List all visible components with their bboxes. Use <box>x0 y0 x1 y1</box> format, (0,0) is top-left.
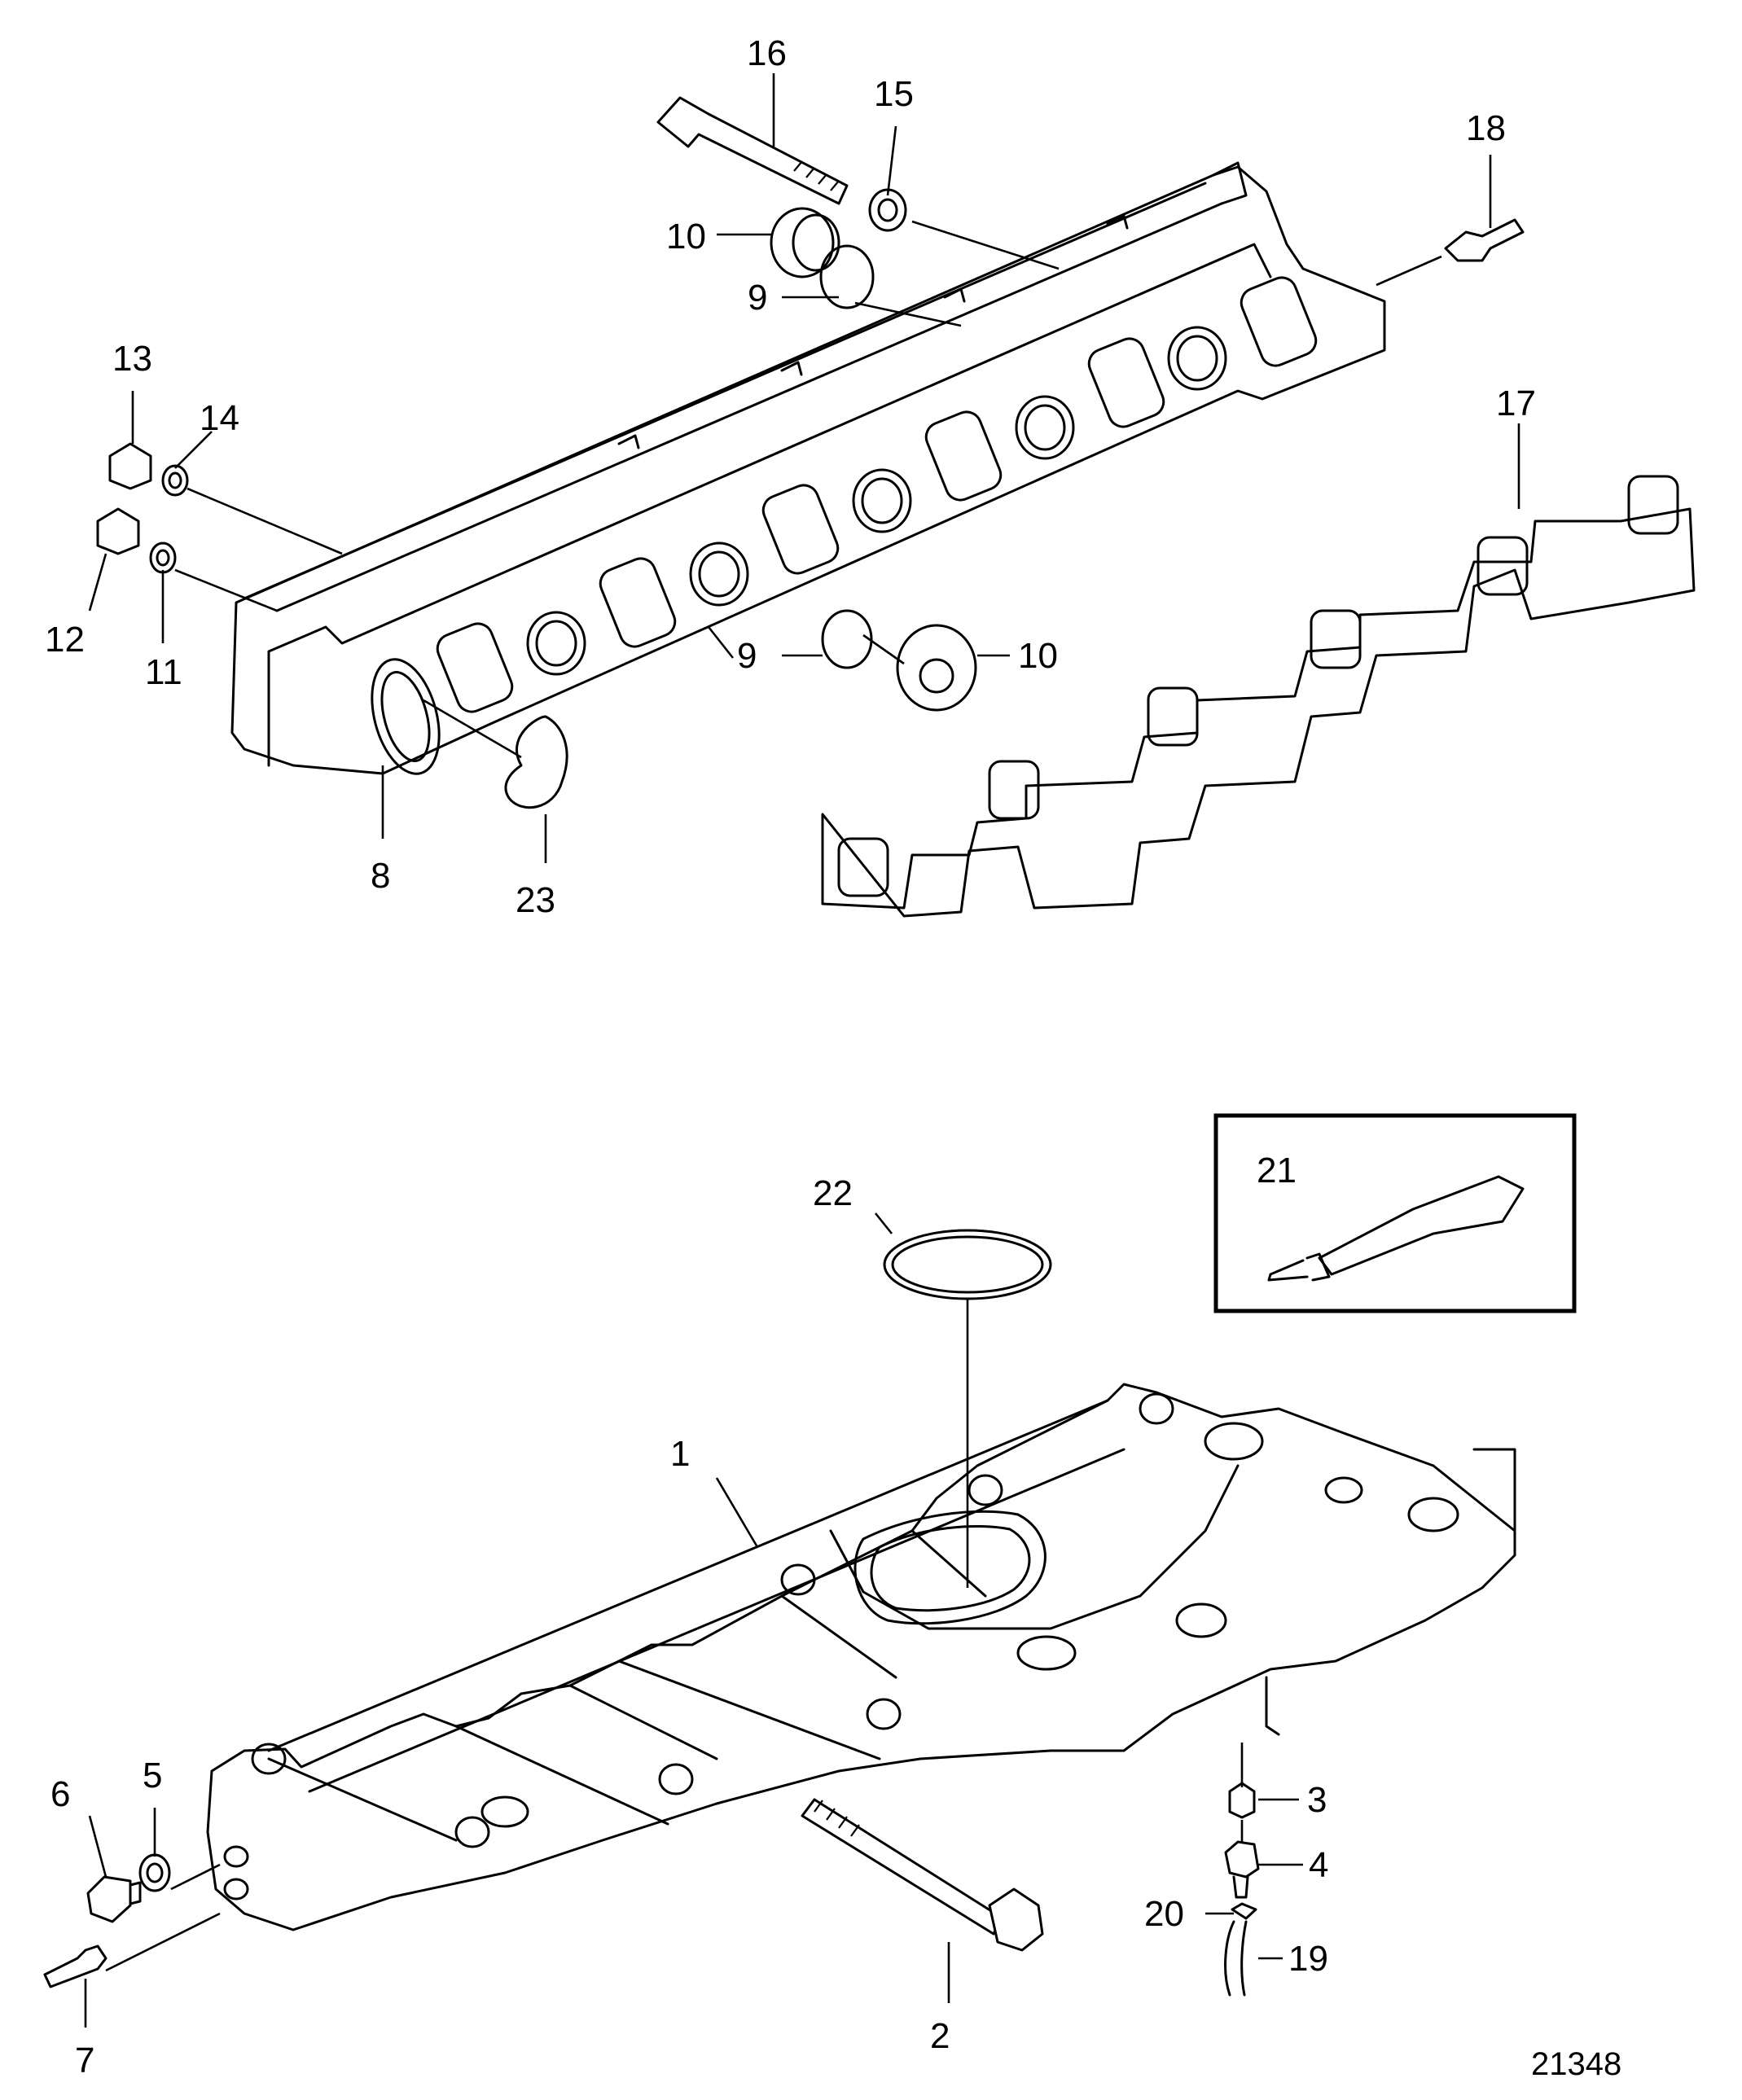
manifold-gasket <box>821 475 1696 918</box>
upper-hardware <box>96 96 1525 809</box>
callout-5: 5 <box>143 1756 162 1795</box>
sealant-inset <box>1213 1113 1577 1313</box>
callout-labels: 1 2 3 4 5 6 7 8 9 9 10 10 11 12 13 14 15… <box>45 33 1621 2082</box>
callout-19: 19 <box>1288 1939 1328 1979</box>
callout-8: 8 <box>371 856 390 896</box>
leader-lines <box>84 73 1520 2028</box>
callout-3: 3 <box>1307 1780 1327 1820</box>
callout-21: 21 <box>1257 1151 1297 1190</box>
lower-hardware <box>43 1229 1260 1997</box>
callout-4: 4 <box>1309 1845 1328 1885</box>
callout-9b: 9 <box>737 636 757 676</box>
callout-10b: 10 <box>1018 636 1058 676</box>
callout-16: 16 <box>747 33 787 73</box>
callout-15: 15 <box>874 74 914 114</box>
callout-23: 23 <box>516 880 555 920</box>
callout-6: 6 <box>50 1774 70 1814</box>
drawing-number: 21348 <box>1531 2046 1621 2082</box>
callout-7: 7 <box>75 2041 94 2080</box>
callout-20: 20 <box>1144 1894 1184 1934</box>
intake-manifold <box>206 1383 1516 1931</box>
callout-18: 18 <box>1466 108 1506 148</box>
callout-11: 11 <box>145 652 182 692</box>
callout-2: 2 <box>930 2016 950 2056</box>
callout-9a: 9 <box>748 278 767 318</box>
callout-17: 17 <box>1496 384 1536 423</box>
exhaust-manifold <box>230 161 1386 775</box>
callout-12: 12 <box>45 620 85 660</box>
callout-13: 13 <box>112 339 152 379</box>
callout-10a: 10 <box>666 217 706 256</box>
callout-14: 14 <box>200 398 239 438</box>
callout-22: 22 <box>813 1173 853 1213</box>
callout-1: 1 <box>670 1434 690 1474</box>
